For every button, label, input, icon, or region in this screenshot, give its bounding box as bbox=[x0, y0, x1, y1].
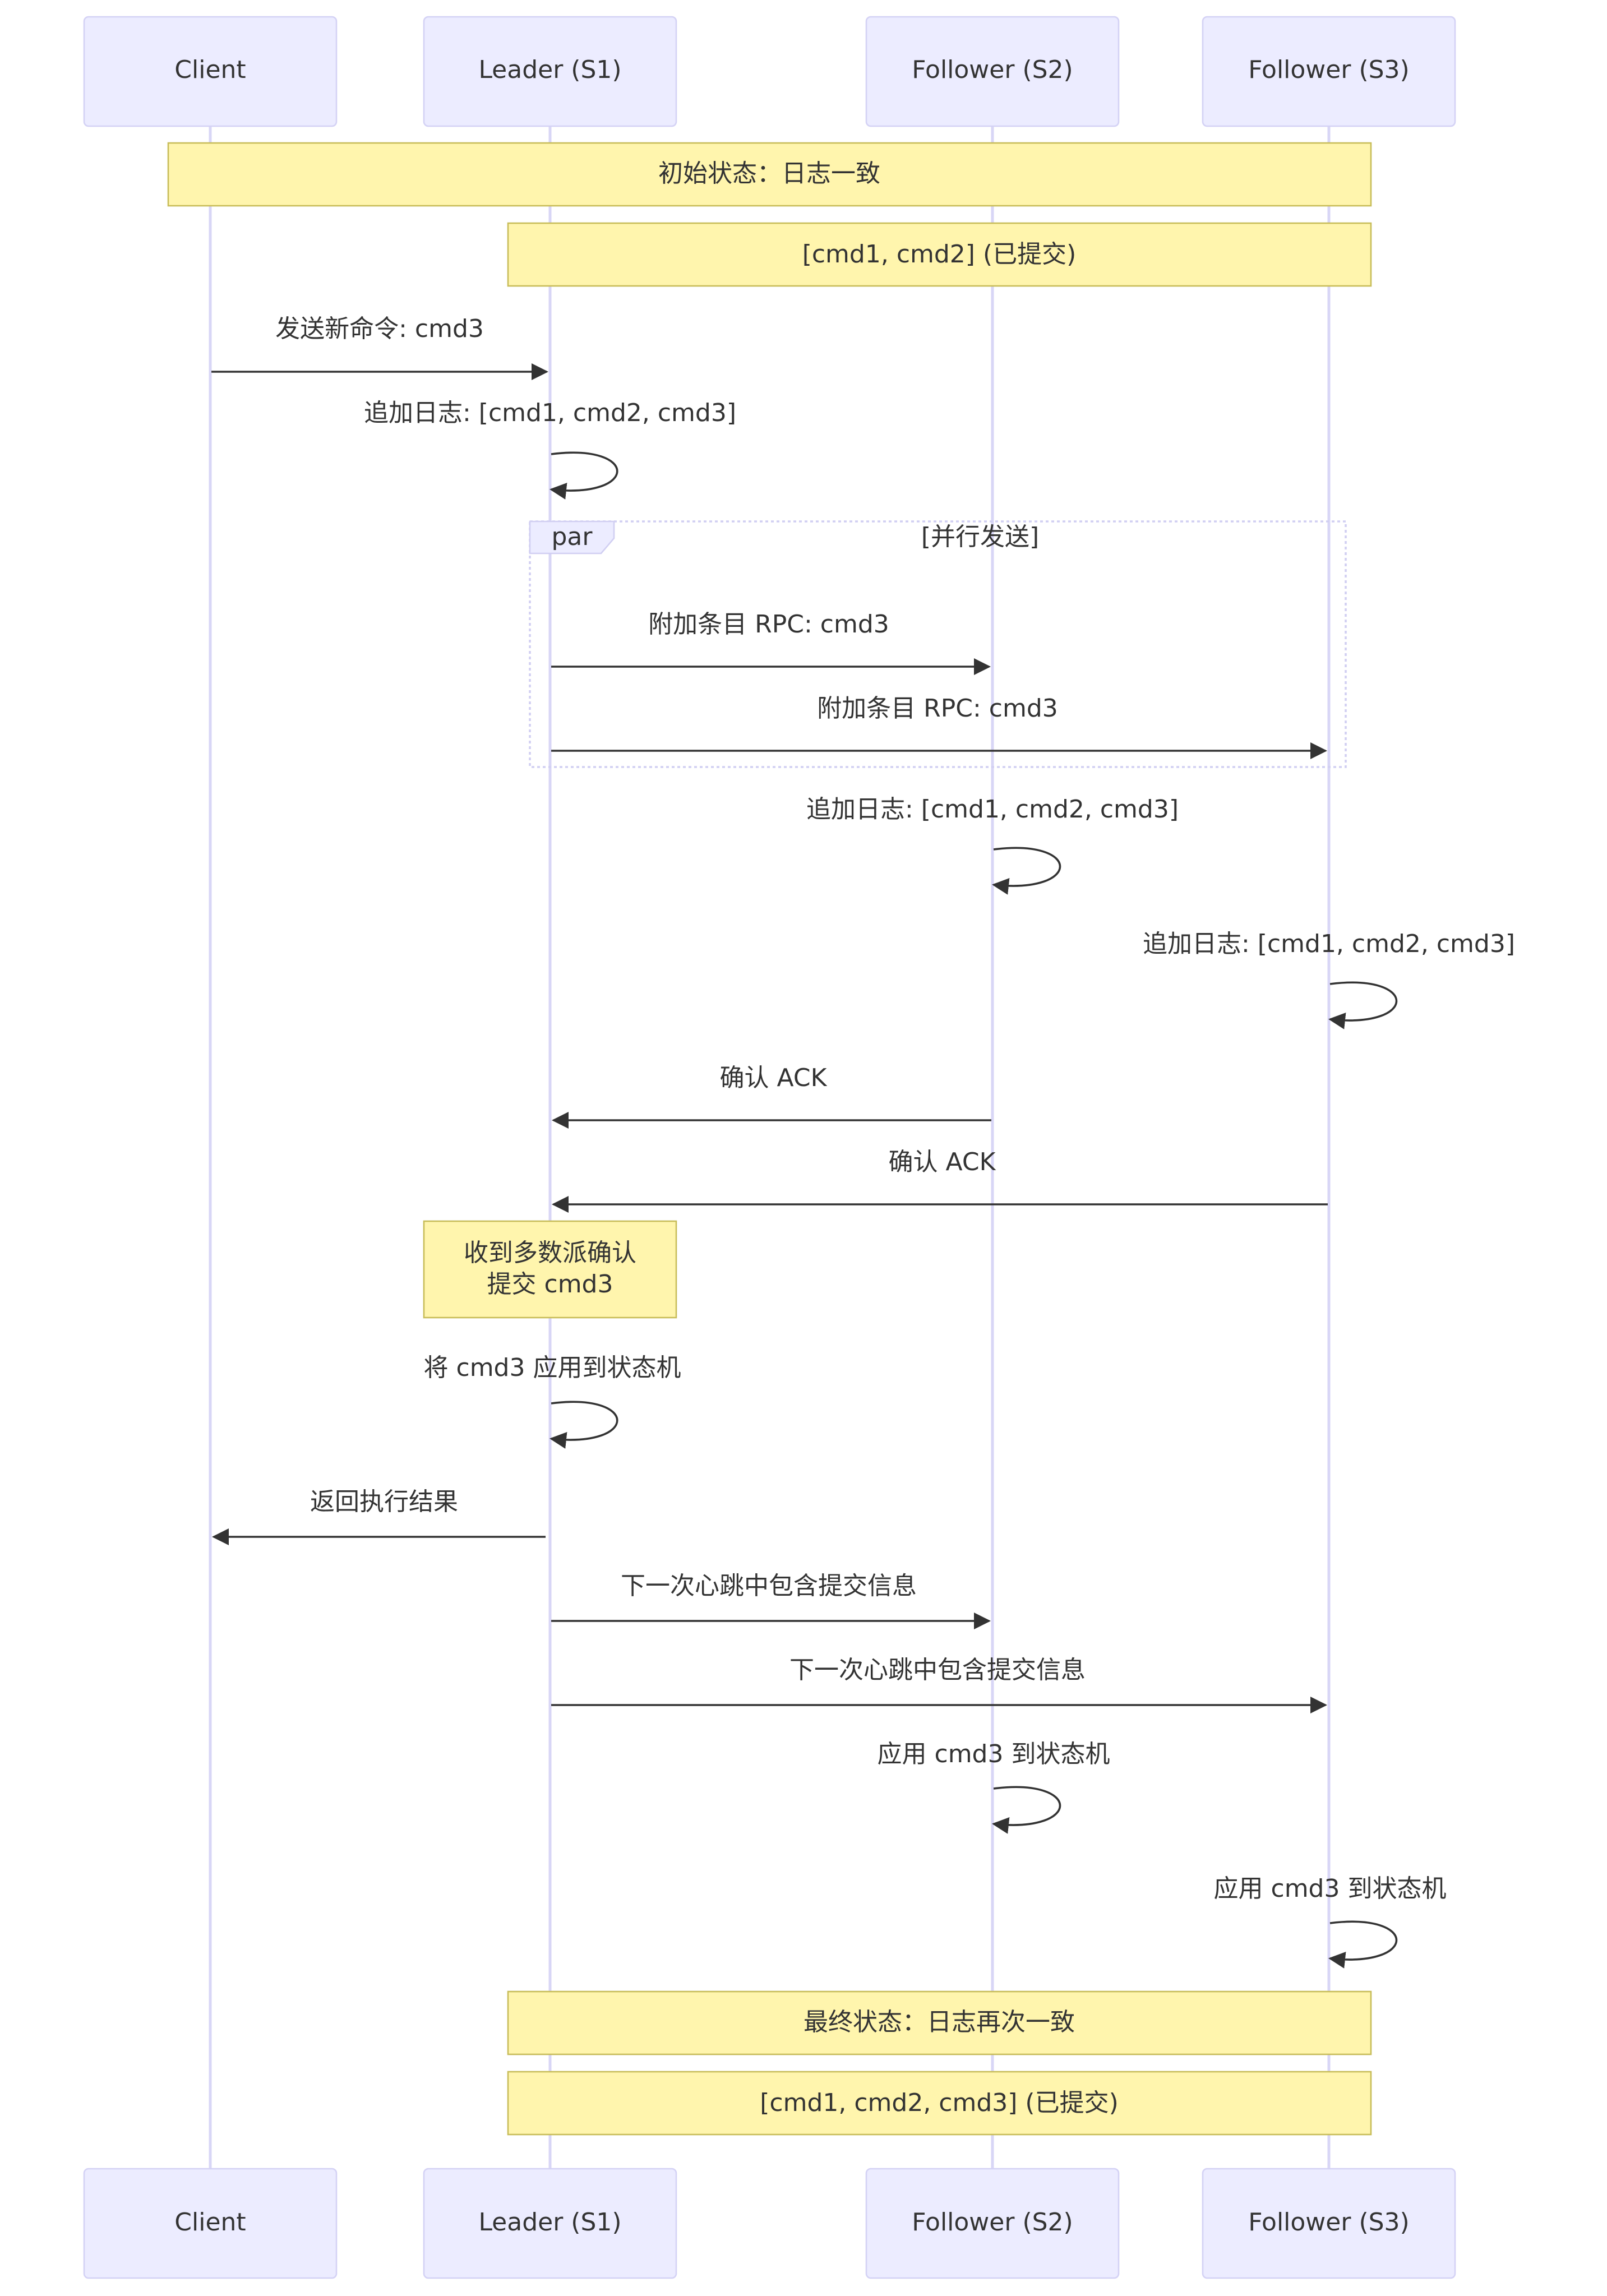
message-label: 追加日志: [cmd1, cmd2, cmd3] bbox=[364, 399, 736, 427]
actor-follower-s3-top: Follower (S3) bbox=[1202, 16, 1456, 127]
note-text: 初始状态：日志一致 bbox=[658, 159, 880, 188]
par-tab-label: par bbox=[552, 523, 593, 551]
self-loop-arrow bbox=[992, 1786, 1061, 1834]
actor-label: Follower (S3) bbox=[1248, 56, 1409, 84]
actor-label: Leader (S1) bbox=[478, 2208, 621, 2237]
message-label: 附加条目 RPC: cmd3 bbox=[817, 694, 1058, 723]
message-label: 下一次心跳中包含提交信息 bbox=[789, 1656, 1086, 1684]
actor-follower-s3-bottom: Follower (S3) bbox=[1202, 2168, 1456, 2279]
message-label: 应用 cmd3 到状态机 bbox=[878, 1740, 1110, 1768]
actor-label: Client bbox=[174, 56, 246, 84]
actor-follower-s2-top: Follower (S2) bbox=[865, 16, 1120, 127]
note-text: 最终状态：日志再次一致 bbox=[804, 2008, 1075, 2036]
message-label: 确认 ACK bbox=[720, 1064, 828, 1092]
actor-label: Client bbox=[174, 2208, 246, 2237]
self-loop-arrow bbox=[549, 451, 618, 500]
actor-client-top: Client bbox=[83, 16, 338, 127]
actor-label: Follower (S3) bbox=[1248, 2208, 1409, 2237]
actor-label: Follower (S2) bbox=[912, 2208, 1073, 2237]
message-label: 追加日志: [cmd1, cmd2, cmd3] bbox=[1143, 930, 1515, 958]
note-final-state: 最终状态：日志再次一致 bbox=[507, 1990, 1372, 2055]
actor-leader-top: Leader (S1) bbox=[423, 16, 677, 127]
note-initial-log: [cmd1, cmd2] (已提交) bbox=[507, 222, 1372, 287]
actor-client-bottom: Client bbox=[83, 2168, 338, 2279]
par-title: [并行发送] bbox=[921, 523, 1039, 551]
note-text-line1: 收到多数派确认 bbox=[464, 1239, 636, 1267]
message-label: 附加条目 RPC: cmd3 bbox=[648, 610, 889, 639]
self-loop-arrow bbox=[1328, 1920, 1398, 1969]
par-tab bbox=[529, 520, 615, 555]
message-label: 将 cmd3 应用到状态机 bbox=[424, 1353, 681, 1382]
message-label: 发送新命令: cmd3 bbox=[275, 315, 484, 343]
note-initial-state: 初始状态：日志一致 bbox=[167, 142, 1372, 207]
message-label: 应用 cmd3 到状态机 bbox=[1214, 1874, 1447, 1903]
note-text: [cmd1, cmd2, cmd3] (已提交) bbox=[760, 2089, 1119, 2117]
actor-leader-bottom: Leader (S1) bbox=[423, 2168, 677, 2279]
self-loop-arrow bbox=[549, 1401, 618, 1449]
self-loop-arrow bbox=[1328, 981, 1398, 1029]
par-block: par [并行发送] bbox=[529, 520, 1347, 768]
actor-label: Follower (S2) bbox=[912, 56, 1073, 84]
actor-label: Leader (S1) bbox=[478, 56, 621, 84]
note-text-line2: 提交 cmd3 bbox=[487, 1270, 613, 1299]
note-final-log: [cmd1, cmd2, cmd3] (已提交) bbox=[507, 2071, 1372, 2136]
message-label: 返回执行结果 bbox=[310, 1487, 458, 1516]
note-text: [cmd1, cmd2] (已提交) bbox=[802, 240, 1077, 269]
self-loop-arrow bbox=[992, 847, 1061, 895]
note-majority-commit: 收到多数派确认 提交 cmd3 bbox=[423, 1220, 677, 1319]
message-label: 确认 ACK bbox=[889, 1148, 996, 1176]
message-label: 下一次心跳中包含提交信息 bbox=[621, 1572, 917, 1600]
message-label: 追加日志: [cmd1, cmd2, cmd3] bbox=[806, 795, 1179, 824]
actor-follower-s2-bottom: Follower (S2) bbox=[865, 2168, 1120, 2279]
